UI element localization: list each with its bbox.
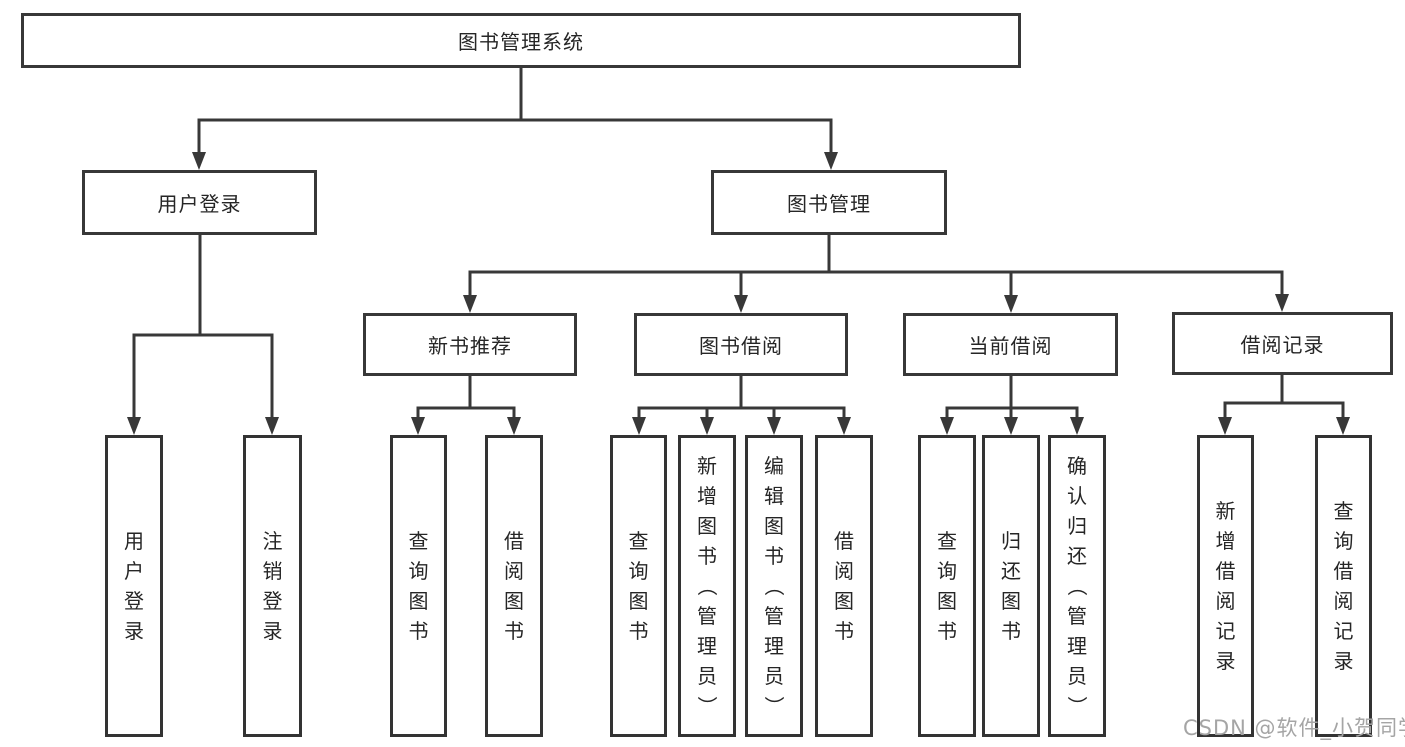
csdn-watermark: CSDN @软件_小贺同学 — [1183, 716, 1405, 740]
node-book-borrowing: 图书借阅 — [634, 313, 848, 376]
leaf-add-books-admin: 新增图书（管理员） — [678, 435, 736, 737]
leaf-current-query-books-label: 查询图书 — [937, 529, 957, 643]
node-new-book-recommend: 新书推荐 — [363, 313, 577, 376]
leaf-current-query-books: 查询图书 — [918, 435, 976, 737]
leaf-add-borrow-record-label: 新增借阅记录 — [1215, 499, 1236, 673]
leaf-query-borrow-record: 查询借阅记录 — [1315, 435, 1372, 737]
leaf-add-borrow-record: 新增借阅记录 — [1197, 435, 1254, 737]
leaf-borrow-books-label: 借阅图书 — [834, 529, 854, 643]
leaf-query-borrow-record-label: 查询借阅记录 — [1333, 499, 1354, 673]
node-user-login-label: 用户登录 — [157, 192, 242, 216]
node-borrowing-records: 借阅记录 — [1172, 312, 1393, 375]
leaf-logout: 注销登录 — [243, 435, 302, 737]
node-book-management-label: 图书管理 — [787, 192, 871, 216]
leaf-return-books-label: 归还图书 — [1001, 529, 1021, 643]
node-current-borrowing: 当前借阅 — [903, 313, 1118, 376]
node-book-borrowing-label: 图书借阅 — [699, 334, 783, 358]
leaf-confirm-return-admin-label: 确认归还（管理员） — [1065, 454, 1089, 716]
leaf-borrowing-query-books-label: 查询图书 — [628, 529, 649, 643]
leaf-recommend-query-books-label: 查询图书 — [408, 529, 429, 643]
leaf-recommend-borrow-books-label: 借阅图书 — [504, 529, 524, 643]
leaf-recommend-query-books: 查询图书 — [390, 435, 447, 737]
leaf-edit-books-admin-label: 编辑图书（管理员） — [762, 454, 786, 716]
leaf-return-books: 归还图书 — [982, 435, 1040, 737]
leaf-logout-label: 注销登录 — [262, 529, 283, 643]
node-root-label: 图书管理系统 — [458, 30, 584, 54]
node-new-book-recommend-label: 新书推荐 — [428, 334, 512, 358]
leaf-confirm-return-admin: 确认归还（管理员） — [1048, 435, 1106, 737]
leaf-borrow-books: 借阅图书 — [815, 435, 873, 737]
leaf-add-books-admin-label: 新增图书（管理员） — [695, 454, 719, 716]
leaf-edit-books-admin: 编辑图书（管理员） — [745, 435, 803, 737]
leaf-borrowing-query-books: 查询图书 — [610, 435, 667, 737]
node-root: 图书管理系统 — [21, 13, 1021, 68]
node-book-management: 图书管理 — [711, 170, 947, 235]
leaf-recommend-borrow-books: 借阅图书 — [485, 435, 543, 737]
node-current-borrowing-label: 当前借阅 — [968, 334, 1053, 358]
node-user-login: 用户登录 — [82, 170, 317, 235]
leaf-user-login-label: 用户登录 — [124, 529, 144, 643]
leaf-user-login: 用户登录 — [105, 435, 163, 737]
node-borrowing-records-label: 借阅记录 — [1240, 333, 1325, 357]
